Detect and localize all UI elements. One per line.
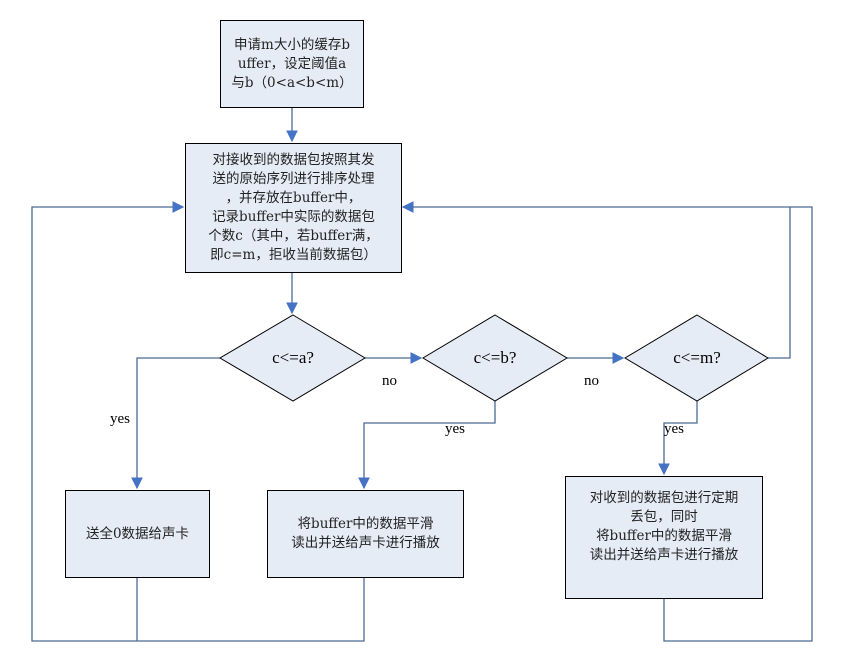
drop-and-play-box: 对收到的数据包进行定期 丢包，同时 将buffer中的数据平滑 读出并送给声卡进… [565, 476, 763, 599]
decision-b-shape [422, 314, 568, 402]
init-buffer-box: 申请m大小的缓存b uffer，设定阈值a 与b（0<a<b<m） [220, 20, 364, 108]
edge-a-yes [131, 357, 220, 490]
smooth-play-text: 将buffer中的数据平滑 读出并送给声卡进行播放 [291, 516, 440, 551]
edge-drop-loop [663, 206, 813, 642]
decision-m-label: c<=m? [673, 348, 721, 367]
edge-b-yes-label: yes [445, 421, 465, 437]
sort-store-box: 对接收到的数据包按照其发 送的原始序列进行排序处理 ，并存放在buffer中， … [185, 143, 402, 273]
send-zero-box: 送全0数据给声卡 [65, 490, 210, 578]
edge-m-yes-label: yes [664, 421, 684, 437]
decision-m-shape [624, 314, 769, 402]
decision-a-shape [219, 314, 366, 402]
send-zero-text: 送全0数据给声卡 [85, 525, 190, 542]
edge-a-no-label: no [382, 373, 397, 389]
edge-smooth-loop [31, 201, 365, 642]
drop-and-play-text: 对收到的数据包进行定期 丢包，同时 将buffer中的数据平滑 读出并送给声卡进… [589, 490, 739, 563]
decision-b-label: c<=b? [473, 348, 517, 367]
sort-store-text: 对接收到的数据包按照其发 送的原始序列进行排序处理 ，并存放在buffer中， … [208, 152, 379, 263]
edge-b-no-label: no [584, 373, 599, 389]
smooth-play-box: 将buffer中的数据平滑 读出并送给声卡进行播放 [267, 490, 464, 578]
edge-b-yes [358, 400, 496, 490]
edge-a-yes-label: yes [110, 411, 130, 427]
edge-m-no-loop [401, 201, 791, 359]
init-buffer-text: 申请m大小的缓存b uffer，设定阈值a 与b（0<a<b<m） [231, 36, 353, 91]
decision-a-label: c<=a? [272, 348, 314, 367]
edge-m-yes [658, 400, 698, 476]
